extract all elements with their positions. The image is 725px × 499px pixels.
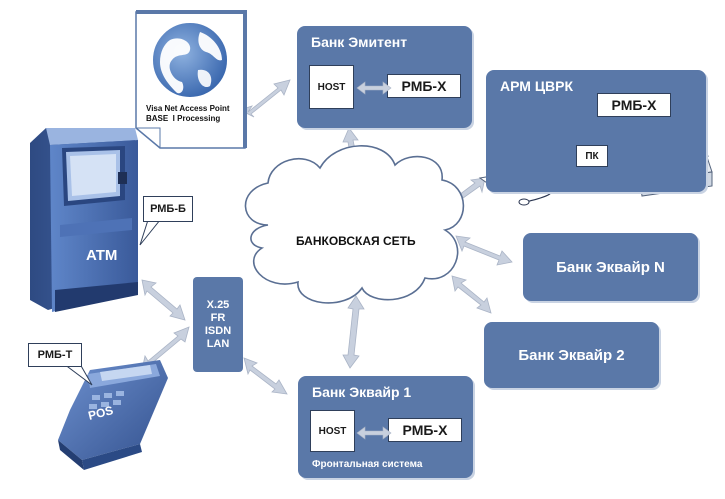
callout-tail-atm xyxy=(139,219,162,246)
acquirer-1-box: Банк Эквайр 1 HOST РМБ-Х Фронтальная сис… xyxy=(298,376,473,478)
issuer-internal-arrow xyxy=(356,81,392,95)
issuer-rmb-box: РМБ-Х xyxy=(387,74,461,98)
pos-callout: РМБ-Т xyxy=(28,343,82,367)
arrow-protocols-acq1 xyxy=(243,357,288,395)
visa-label-line2: BASE I Processing xyxy=(146,114,221,123)
acquirer-1-title: Банк Эквайр 1 xyxy=(312,384,412,400)
protocol-item: LAN xyxy=(206,337,230,350)
protocol-item: X.25 xyxy=(206,298,230,311)
arrow-cloud-acqN xyxy=(455,235,513,266)
acquirer-1-host-box: HOST xyxy=(310,410,355,452)
arrow-visa-issuer xyxy=(238,79,291,118)
atm-label: ATM xyxy=(86,247,118,264)
acquirer-n-title: Банк Эквайр N xyxy=(556,258,665,276)
arm-rmb-box: РМБ-Х xyxy=(597,93,671,117)
protocol-item: ISDN xyxy=(204,324,232,337)
visa-label-line1: Visa Net Access Point xyxy=(146,104,230,113)
issuer-bank-box: Банк Эмитент HOST РМБ-Х xyxy=(297,26,472,128)
acquirer-1-internal-arrow xyxy=(356,426,392,440)
pos-terminal xyxy=(58,360,168,470)
atm-callout: РМБ-Б xyxy=(143,196,193,222)
acquirer-1-footer: Фронтальная система xyxy=(312,459,423,470)
issuer-host-box: HOST xyxy=(309,65,354,109)
visa-document xyxy=(135,10,247,149)
arm-box: АРМ ЦВРК xyxy=(486,70,706,192)
atm-machine xyxy=(30,128,138,312)
acquirer-2-box: Банк Эквайр 2 xyxy=(484,322,659,388)
protocol-item: FR xyxy=(210,311,226,324)
protocols-box: X.25 FR ISDN LAN xyxy=(193,277,243,372)
acquirer-2-title: Банк Эквайр 2 xyxy=(518,346,625,364)
arrow-cloud-acq1 xyxy=(342,295,365,369)
acquirer-1-rmb-box: РМБ-Х xyxy=(388,418,462,442)
connection-arrows xyxy=(141,79,513,395)
bank-network-label: БАНКОВСКАЯ СЕТЬ xyxy=(296,234,416,248)
arm-pc-label: ПК xyxy=(576,145,608,167)
arrow-atm-protocols xyxy=(141,279,186,321)
acquirer-n-box: Банк Эквайр N xyxy=(523,233,698,301)
arm-title: АРМ ЦВРК xyxy=(500,78,574,94)
issuer-bank-title: Банк Эмитент xyxy=(311,34,408,50)
arrow-cloud-acq2 xyxy=(451,275,492,314)
bank-network-cloud xyxy=(244,145,465,304)
